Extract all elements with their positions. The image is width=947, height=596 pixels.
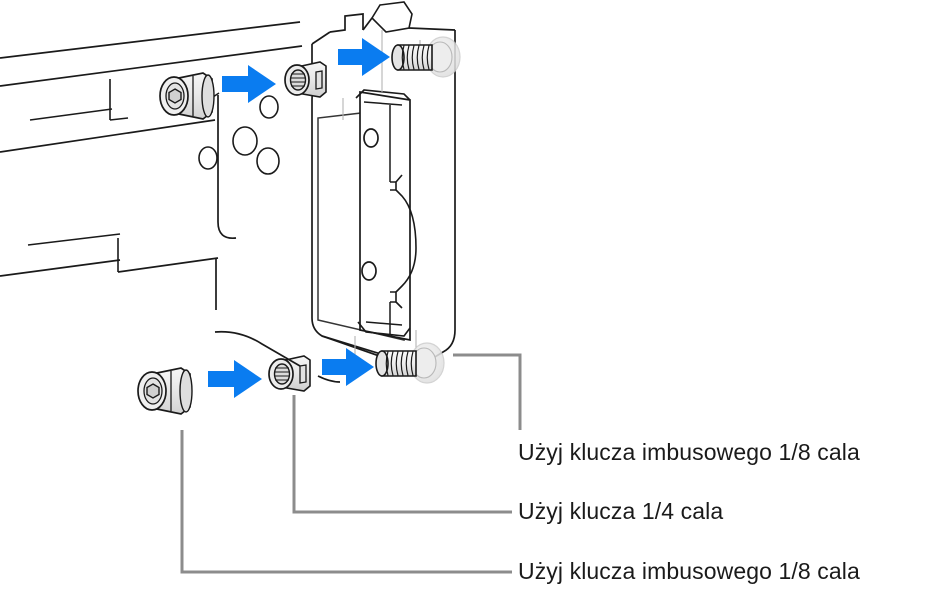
- arrow-upper-right: [338, 38, 390, 76]
- arrow-lower-right: [322, 348, 374, 386]
- callout-label-middle: Użyj klucza 1/4 cala: [518, 498, 724, 524]
- upper-shoulder-bolt: [391, 36, 461, 78]
- bracket-lower-contour: [214, 330, 341, 383]
- upper-threaded-nut: [284, 61, 327, 98]
- callout-label-bottom: Użyj klucza imbusowego 1/8 cala: [518, 558, 860, 584]
- leader-line-top: [453, 353, 522, 430]
- upper-hex-socket-cap: [159, 72, 215, 120]
- leader-line-bottom: [180, 430, 512, 574]
- lower-threaded-nut: [268, 355, 311, 392]
- callout-label-top: Użyj klucza imbusowego 1/8 cala: [518, 439, 860, 465]
- arrow-upper-left: [222, 65, 276, 103]
- leader-line-middle: [292, 395, 512, 514]
- rail-insert: [355, 89, 417, 342]
- rail-assembly: [0, 21, 303, 310]
- lower-shoulder-bolt: [375, 342, 445, 384]
- callout-leader-lines: [180, 353, 522, 574]
- rail-flange-holes: [198, 95, 280, 175]
- arrow-lower-left: [208, 360, 262, 398]
- lower-hex-socket-cap: [137, 367, 193, 415]
